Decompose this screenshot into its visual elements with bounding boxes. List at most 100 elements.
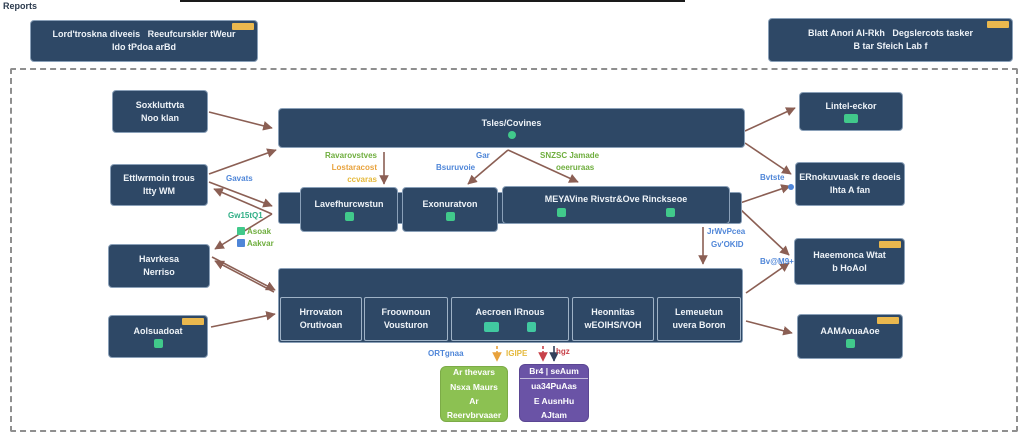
node-right-1[interactable]: Lintel-eckor <box>799 92 903 131</box>
node-label: Itty WM <box>143 186 175 196</box>
node-label: Exonuratvon <box>422 198 478 209</box>
node-label: Havrkesa <box>138 254 180 265</box>
diagram-boundary <box>10 68 1018 432</box>
edge-label: Asoak <box>247 227 272 236</box>
folded-corner-icon <box>877 317 899 324</box>
node-bottom-cell-1[interactable]: Hrrovaton Orutivoan <box>280 297 362 341</box>
folded-corner-icon <box>182 318 204 325</box>
status-icon <box>527 322 536 333</box>
node-label: E AusnHu AJtam <box>533 395 575 420</box>
node-label: Tsles/Covines <box>481 117 542 128</box>
node-label: Heonnitas <box>591 306 635 317</box>
status-dot-icon <box>507 131 516 140</box>
edge-label: oeeruraas <box>556 163 595 172</box>
node-center-top[interactable]: Tsles/Covines <box>278 108 745 148</box>
node-label: Orutivoan <box>299 320 343 330</box>
connector-dot-icon <box>788 184 794 190</box>
legend-text: B tar Sfeich Lab f <box>853 41 928 51</box>
status-icon <box>153 339 163 349</box>
node-label: Ar Reervbrvaaer <box>446 396 502 421</box>
node-left-1[interactable]: Soxkluttvta Noo klan <box>112 90 208 133</box>
node-label: Ihta A fan <box>829 185 871 195</box>
node-label: Nerriso <box>143 267 175 277</box>
node-label: Lemeuetun <box>674 306 723 317</box>
page-title: Reports <box>3 1 38 11</box>
edge-label: SNZSC Jamade <box>540 151 600 160</box>
edge-label-left-stack: Ravarovstves Lostaracost ccvaras <box>305 150 377 186</box>
folded-corner-icon <box>232 23 254 30</box>
legend-text: Blatt Anori Al-Rkh <box>808 28 885 39</box>
legend-swatch-icon <box>237 239 245 247</box>
node-label: MEYAVine Rivstr&Ove Rinckseoe <box>544 194 688 205</box>
edge-label-badge: Asoak Aakvar <box>237 226 274 250</box>
node-bottom-cell-3[interactable]: Aecroen IRnous <box>451 297 569 341</box>
node-mid-2[interactable]: Exonuratvon <box>402 187 498 232</box>
node-bottom-cell-4[interactable]: Heonnitas wEOIHS/VOH <box>572 297 654 341</box>
legend-text: Degslercots tasker <box>892 28 973 39</box>
edge-label: ccvaras <box>347 175 377 184</box>
status-icon <box>845 339 855 349</box>
edge-label: IGIPE <box>506 349 528 358</box>
node-label: Nsxa Maurs <box>450 381 498 392</box>
node-label: Haeemonca Wtat <box>813 249 886 260</box>
window-edge-line <box>180 0 685 2</box>
edge-label: Bsuruvoie <box>436 163 476 172</box>
node-label: Noo klan <box>140 112 179 123</box>
status-icon <box>445 212 455 222</box>
node-bottom-cell-2[interactable]: Froownoun Vousturon <box>364 297 448 341</box>
node-left-2[interactable]: Ettlwrmoin trous Itty WM <box>110 164 208 206</box>
node-label: Froownoun <box>381 306 431 317</box>
node-right-4[interactable]: AAMAvuaAoe <box>797 314 903 359</box>
legend-box-top-right[interactable]: Blatt Anori Al-Rkh Degslercots tasker B … <box>768 18 1013 62</box>
folded-corner-icon <box>987 21 1009 28</box>
edge-label: Gar <box>476 151 490 160</box>
edge-label: Gavats <box>226 174 253 183</box>
status-icon <box>844 114 858 124</box>
edge-label: Gv'OKID <box>711 240 744 249</box>
node-label: Hrrovaton <box>299 306 343 317</box>
node-label: Ar thevars <box>452 367 496 378</box>
edge-label: hgz <box>556 347 570 356</box>
edge-label: Gw15tQ1 <box>228 211 263 220</box>
node-mid-1[interactable]: Lavefhurcwstun <box>300 187 398 232</box>
edge-label: Aakvar <box>247 239 274 248</box>
node-label: Lintel-eckor <box>825 100 877 111</box>
node-left-3[interactable]: Havrkesa Nerriso <box>108 244 210 288</box>
edge-label: ORTgnaa <box>428 349 464 358</box>
node-label: wEOIHS/VOH <box>584 320 642 330</box>
status-icon <box>557 207 566 217</box>
legend-box-top-left[interactable]: Lord'troskna diveeis Reeufcurskler tWeur… <box>30 20 258 62</box>
legend-swatch-icon <box>237 227 245 235</box>
node-label: ua34PuAas <box>531 381 577 392</box>
node-label: Br4 | seAum <box>520 364 588 380</box>
legend-text: Ido tPdoa arBd <box>111 42 176 52</box>
edge-label: Bv@M9+ <box>760 257 794 266</box>
node-label: AAMAvuaAoe <box>820 325 880 336</box>
node-right-3[interactable]: Haeemonca Wtat b HoAol <box>794 238 905 285</box>
node-label: Aolsuadoat <box>133 325 183 336</box>
edge-label: Bvtste <box>760 173 785 182</box>
node-label: uvera Boron <box>672 320 726 330</box>
status-icon <box>666 207 675 217</box>
node-label: b HoAol <box>832 262 867 273</box>
node-label: Lavefhurcwstun <box>314 198 384 209</box>
legend-text: Lord'troskna diveeis <box>52 29 141 40</box>
node-label: Vousturon <box>383 320 429 330</box>
node-bottom-green[interactable]: Ar thevars Nsxa Maurs Ar Reervbrvaaer <box>440 366 508 422</box>
node-right-2[interactable]: ERnokuvuask re deoeis Ihta A fan <box>795 162 905 206</box>
folded-corner-icon <box>879 241 901 248</box>
status-icon <box>344 212 354 222</box>
edge-label: Lostaracost <box>331 163 377 172</box>
edge-label: JrWvPcea <box>707 227 746 236</box>
node-bottom-cell-5[interactable]: Lemeuetun uvera Boron <box>657 297 741 341</box>
node-label: Aecroen IRnous <box>475 306 545 317</box>
status-icon <box>484 322 499 333</box>
node-bottom-purple[interactable]: Br4 | seAum ua34PuAas E AusnHu AJtam <box>519 364 589 422</box>
edge-label: Ravarovstves <box>324 151 377 160</box>
node-mid-3[interactable]: MEYAVine Rivstr&Ove Rinckseoe <box>502 186 730 224</box>
node-label: Ettlwrmoin trous <box>123 173 195 184</box>
node-left-4[interactable]: Aolsuadoat <box>108 315 208 358</box>
legend-text: Reeufcurskler tWeur <box>147 29 236 40</box>
node-label: ERnokuvuask re deoeis <box>799 172 901 183</box>
